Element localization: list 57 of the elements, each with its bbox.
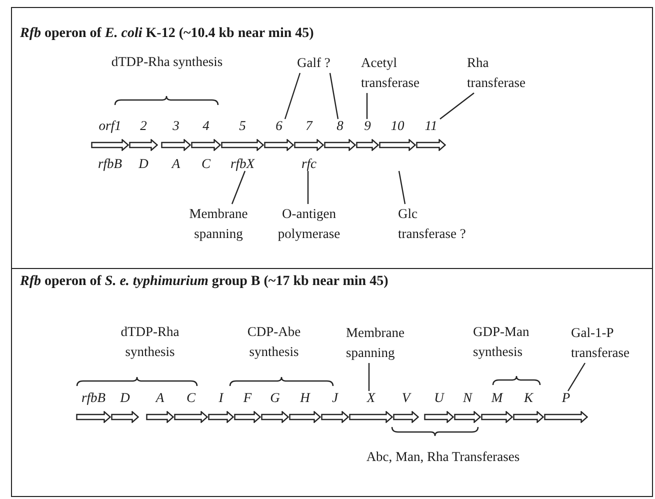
leader-line bbox=[440, 92, 474, 120]
gene-label: D bbox=[138, 157, 148, 171]
leader-line bbox=[307, 171, 309, 204]
gene-label: orf1 bbox=[98, 119, 122, 133]
gene-label: 3 bbox=[172, 119, 180, 133]
leader-line bbox=[567, 362, 586, 392]
gene-label: 2 bbox=[140, 119, 147, 133]
panel bbox=[11, 7, 653, 269]
panel bbox=[11, 268, 653, 497]
gene-label: 6 bbox=[276, 119, 282, 133]
function-label: Glc transferase ? bbox=[398, 204, 478, 244]
gene-label: A bbox=[156, 391, 164, 405]
leader-line bbox=[398, 170, 406, 204]
gene-label: 9 bbox=[364, 119, 371, 133]
gene-label: K bbox=[524, 391, 533, 405]
gene-label: M bbox=[491, 391, 503, 405]
gene-label: 7 bbox=[306, 119, 312, 133]
gene-label: 5 bbox=[239, 119, 246, 133]
gene-label: rfbB bbox=[98, 157, 122, 171]
gene-label: N bbox=[462, 391, 472, 405]
gene-label: 8 bbox=[336, 119, 344, 133]
gene-label: I bbox=[218, 391, 224, 405]
leader-line bbox=[368, 363, 370, 391]
gene-label: X bbox=[366, 391, 376, 405]
group-label: dTDP-Rha synthesis bbox=[110, 53, 224, 71]
gene-label: C bbox=[201, 157, 210, 171]
function-label: Rha transferase bbox=[467, 53, 539, 93]
gene-label: G bbox=[270, 391, 280, 405]
panel-heading: Rfb operon of S. e. typhimurium group B (~17 kb near min 45) bbox=[20, 273, 388, 291]
gene-label: 4 bbox=[202, 119, 210, 133]
function-label: Gal-1-P transferase bbox=[571, 323, 649, 363]
gene-label: rfbB bbox=[81, 391, 106, 405]
gene-label: rfc bbox=[302, 157, 316, 171]
gene-label: C bbox=[186, 391, 196, 405]
leader-line bbox=[284, 72, 301, 120]
function-label: Acetyl transferase bbox=[361, 53, 436, 93]
leader-line bbox=[329, 72, 339, 120]
group-label: Abc, Man, Rha Transferases bbox=[365, 448, 521, 466]
panel-heading: Rfb operon of E. coli K-12 (~10.4 kb near min 45) bbox=[20, 25, 314, 43]
gene-label: A bbox=[172, 157, 180, 171]
function-label: Membrane spanning bbox=[346, 323, 426, 363]
gene-label: V bbox=[402, 391, 410, 405]
group-label: GDP-Man synthesis bbox=[473, 323, 530, 361]
leader-line bbox=[366, 93, 368, 119]
function-label: Galf ? bbox=[297, 53, 347, 73]
gene-label: U bbox=[434, 391, 444, 405]
gene-label: 10 bbox=[390, 119, 404, 133]
gene-label: D bbox=[120, 391, 130, 405]
gene-label: H bbox=[300, 391, 310, 405]
leader-line bbox=[231, 170, 246, 204]
gene-label: 11 bbox=[424, 119, 438, 133]
group-label: CDP-Abe synthesis bbox=[246, 323, 302, 361]
group-label: dTDP-Rha synthesis bbox=[120, 323, 180, 361]
gene-label: F bbox=[243, 391, 252, 405]
gene-label: P bbox=[562, 391, 570, 405]
gene-label: J bbox=[332, 391, 338, 405]
gene-label: rfbX bbox=[230, 157, 254, 171]
